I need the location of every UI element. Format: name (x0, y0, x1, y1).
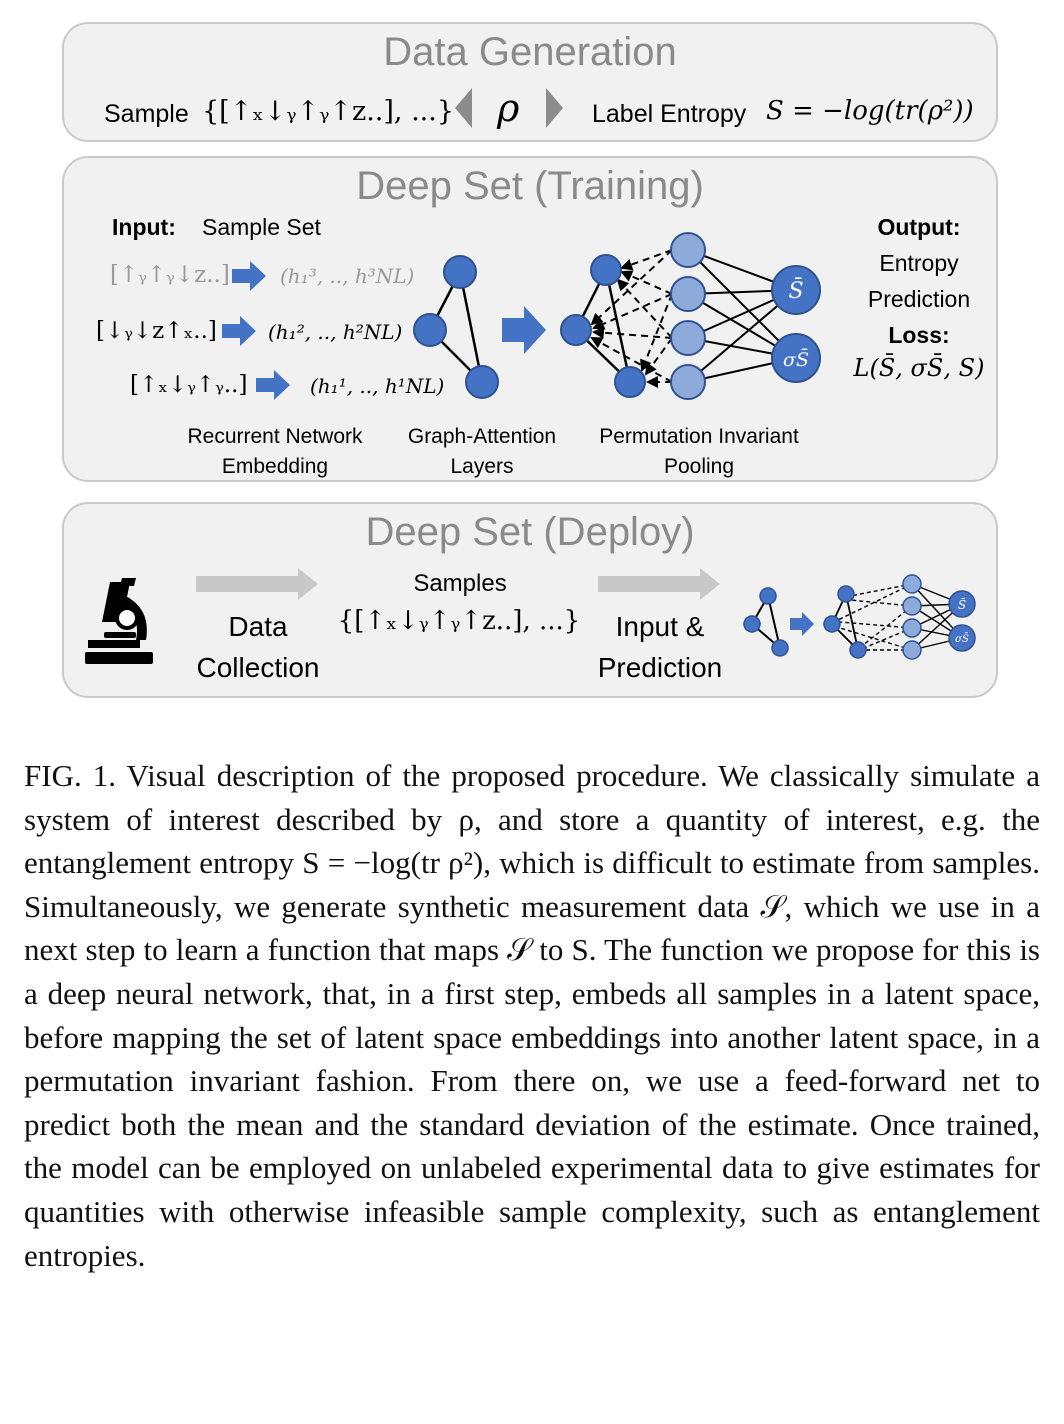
mini-graph (743, 587, 789, 657)
input-value: Sample Set (202, 214, 321, 240)
stage-label-attention: Graph-Attention Layers (390, 422, 574, 482)
samples-set: {[↑ₓ↓ᵧ↑ᵧ↑z..], ...} (337, 606, 581, 636)
sample-row-2: [↓ᵧ↓z↑ₓ..] (96, 318, 217, 344)
figure-graphics: S̄ σS̄ (85, 88, 976, 664)
pooling-network: S̄ σS̄ (560, 232, 821, 400)
stage-label-attention-line2: Layers (450, 455, 514, 478)
left-triangle-icon (455, 88, 472, 128)
mini-node-sigma-label: σS̄ (955, 633, 969, 645)
step-input-prediction: Input & Prediction (578, 606, 742, 688)
figure-caption: FIG. 1. Visual description of the propos… (24, 758, 1040, 1273)
sample-row-1: [↑ₓ↓ᵧ↑ᵧ..] (130, 372, 248, 398)
node-sigma-label: σS̄ (783, 348, 809, 371)
stage-label-embedding: Recurrent Network Embedding (170, 422, 380, 482)
embedding-row-3: (h₁³, .., h³NL) (280, 264, 415, 288)
loss-formula: L(S̄, σS̄, S) (853, 354, 985, 382)
mini-node-s-bar-label: S̄ (958, 597, 966, 612)
right-triangle-icon (546, 88, 563, 128)
gray-arrow-collection (196, 568, 318, 600)
gray-arrow-prediction (598, 568, 720, 600)
mini-block-arrow-icon (790, 612, 814, 636)
stage-label-pooling-line2: Pooling (663, 455, 735, 478)
block-arrow-icon (222, 261, 546, 400)
input-label: Input: (112, 214, 176, 240)
stage-label-pooling: Permutation Invariant Pooling (582, 422, 816, 482)
embedding-row-2: (h₁², .., h²NL) (268, 320, 403, 344)
panel-title-generation: Data Generation (383, 30, 677, 74)
sample-row-3: [↑ᵧ↑ᵧ↓z..] (110, 262, 230, 288)
stage-label-attention-line1: Graph-Attention (407, 425, 557, 448)
stage-label-embedding-line2: Embedding (221, 455, 329, 478)
step-data-collection-line1: Data (228, 611, 288, 642)
step-data-collection-line2: Collection (196, 652, 320, 683)
panel-title-deploy: Deep Set (Deploy) (365, 510, 695, 554)
label-entropy-formula: S = −log(tr(ρ²)) (766, 96, 974, 126)
node-s-bar-label: S̄ (788, 277, 803, 304)
output-label: Output: (877, 214, 961, 240)
loss-label: Loss: (888, 322, 950, 348)
sample-prefix: Sample (104, 100, 189, 128)
stage-label-pooling-line1: Permutation Invariant (599, 425, 799, 448)
rho-symbol: ρ (497, 86, 520, 130)
step-input-prediction-line1: Input & (615, 611, 705, 642)
graph-attention-graph (413, 255, 499, 399)
panel-data-generation: Data Generation Sample {[↑ₓ↓ᵧ↑ᵧ↑z..], ..… (62, 22, 998, 142)
stage-label-embedding-line1: Recurrent Network (187, 425, 363, 448)
output-line2: Prediction (867, 286, 971, 312)
microscope-icon (85, 578, 153, 664)
mini-pooling-network: S̄ σS̄ (823, 574, 976, 660)
embedding-row-1: (h₁¹, .., h¹NL) (310, 374, 445, 398)
output-line1: Entropy (879, 250, 959, 276)
label-entropy-prefix: Label Entropy (592, 100, 747, 128)
panel-training: Deep Set (Training) Input: Sample Set [↑… (62, 156, 998, 482)
samples-label: Samples (413, 570, 507, 597)
step-data-collection: Data Collection (180, 606, 336, 688)
step-input-prediction-line2: Prediction (597, 652, 723, 683)
panel-title-training: Deep Set (Training) (356, 164, 704, 208)
sample-set: {[↑ₓ↓ᵧ↑ᵧ↑z..], ...} (202, 96, 454, 127)
